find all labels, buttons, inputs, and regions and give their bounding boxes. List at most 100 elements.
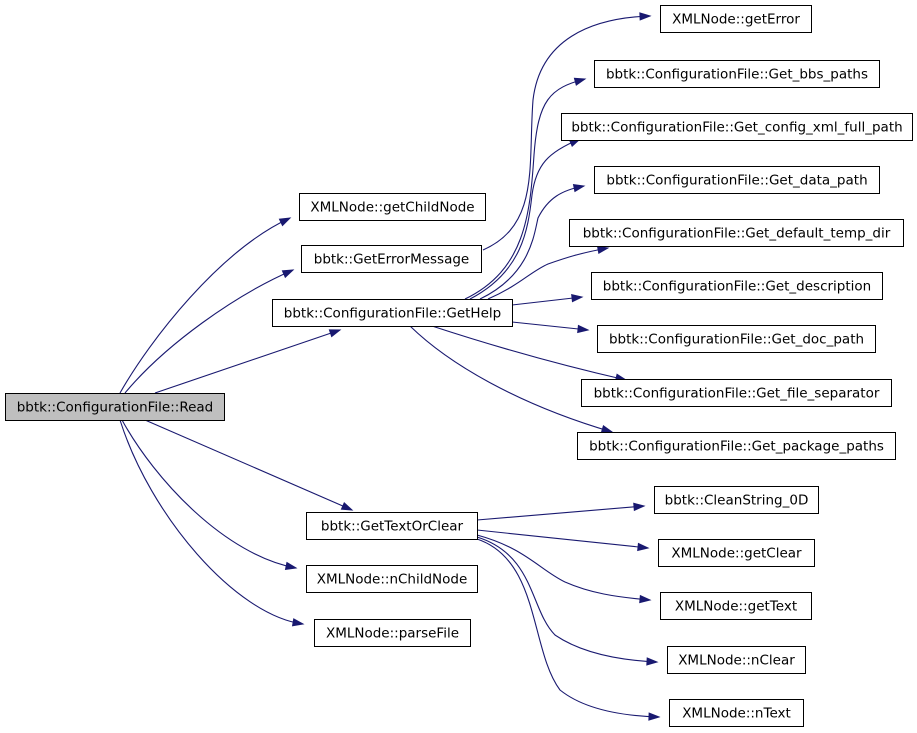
edge-line (476, 538, 660, 718)
edge-layer (119, 12, 661, 721)
edge-getTextOrClear-to-cleanString0D (476, 502, 646, 521)
node-label: XMLNode::nClear (678, 653, 795, 669)
node-label: XMLNode::getError (672, 12, 800, 28)
node-getDocPath[interactable]: bbtk::ConfigurationFile::Get_doc_path (597, 325, 876, 353)
edge-line (511, 296, 583, 306)
node-box (306, 512, 478, 540)
node-label: bbtk::ConfigurationFile::Get_file_separa… (594, 386, 880, 402)
node-box (569, 219, 904, 247)
node-box (594, 60, 880, 88)
node-getBbsPaths[interactable]: bbtk::ConfigurationFile::Get_bbs_paths (594, 60, 880, 88)
edge-getHelp-to-getDataPath (479, 184, 586, 300)
edge-getErrorMessage-to-getError (482, 12, 652, 251)
edge-read-to-nChildNode (121, 419, 298, 570)
arrowhead-icon (328, 329, 342, 338)
node-getChildNode[interactable]: XMLNode::getChildNode (299, 193, 486, 221)
edge-getHelp-to-getFileSeparator (431, 325, 628, 382)
node-getText[interactable]: XMLNode::getText (660, 592, 812, 620)
node-box (301, 245, 482, 273)
node-box (660, 592, 812, 620)
node-box (272, 299, 513, 327)
arrowhead-icon (281, 269, 295, 279)
edge-getHelp-to-getBbsPaths (464, 77, 587, 300)
edge-line (144, 419, 353, 511)
node-box (597, 325, 876, 353)
edge-line (476, 529, 649, 549)
arrowhead-icon (648, 712, 661, 721)
node-getPackagePaths[interactable]: bbtk::ConfigurationFile::Get_package_pat… (577, 432, 896, 460)
edge-getTextOrClear-to-getText (476, 534, 652, 604)
node-label: XMLNode::nText (682, 706, 791, 722)
arrowhead-icon (633, 502, 646, 512)
node-getFileSeparator[interactable]: bbtk::ConfigurationFile::Get_file_separa… (581, 379, 892, 407)
edge-getHelp-to-getDocPath (511, 321, 590, 334)
edge-line (409, 325, 613, 433)
node-box (314, 619, 471, 647)
edge-getTextOrClear-to-getClear (476, 529, 650, 552)
node-parseFile[interactable]: XMLNode::parseFile (314, 619, 471, 647)
edge-line (154, 329, 341, 394)
node-box (660, 5, 812, 33)
edge-line (464, 78, 586, 300)
node-box (561, 113, 913, 141)
node-getHelp[interactable]: bbtk::ConfigurationFile::GetHelp (272, 299, 513, 327)
node-label: XMLNode::getChildNode (310, 200, 474, 216)
node-label: XMLNode::getText (675, 599, 797, 615)
node-label: bbtk::ConfigurationFile::Get_doc_path (609, 332, 864, 348)
edge-line (487, 247, 609, 300)
node-cleanString0D[interactable]: bbtk::CleanString_0D (654, 486, 819, 514)
node-label: bbtk::ConfigurationFile::Get_data_path (606, 173, 867, 189)
node-label: bbtk::ConfigurationFile::GetHelp (284, 306, 501, 322)
edge-getTextOrClear-to-nClear (476, 536, 659, 666)
edge-read-to-parseFile (119, 419, 305, 627)
node-nText[interactable]: XMLNode::nText (669, 699, 804, 727)
node-box (299, 193, 486, 221)
edge-line (119, 217, 291, 394)
arrowhead-icon (646, 657, 659, 666)
node-label: bbtk::ConfigurationFile::Get_config_xml_… (571, 120, 902, 136)
edge-line (482, 15, 651, 251)
node-box (667, 646, 806, 674)
edge-getHelp-to-getConfigXmlFullPath (469, 138, 582, 300)
arrowhead-icon (278, 217, 292, 227)
node-box (581, 379, 892, 407)
node-box (5, 393, 225, 421)
edge-read-to-getHelp (154, 329, 342, 394)
node-label: bbtk::ConfigurationFile::Get_default_tem… (583, 226, 891, 242)
node-getError[interactable]: XMLNode::getError (660, 5, 812, 33)
arrowhead-icon (571, 294, 584, 303)
node-getDefaultTempDir[interactable]: bbtk::ConfigurationFile::Get_default_tem… (569, 219, 904, 247)
node-getDataPath[interactable]: bbtk::ConfigurationFile::Get_data_path (594, 166, 880, 194)
edge-line (511, 321, 589, 331)
edge-line (124, 269, 294, 394)
node-nClear[interactable]: XMLNode::nClear (667, 646, 806, 674)
node-getTextOrClear[interactable]: bbtk::GetTextOrClear (306, 512, 478, 540)
node-getDescription[interactable]: bbtk::ConfigurationFile::Get_description (591, 272, 883, 300)
node-label: bbtk::GetErrorMessage (314, 252, 469, 268)
node-box (594, 166, 880, 194)
edge-line (121, 419, 297, 569)
edge-getHelp-to-getDescription (511, 294, 584, 306)
arrowhead-icon (600, 424, 614, 434)
node-getClear[interactable]: XMLNode::getClear (658, 539, 815, 567)
node-label: bbtk::GetTextOrClear (321, 519, 464, 535)
node-label: XMLNode::parseFile (326, 626, 459, 642)
edge-read-to-getChildNode (119, 217, 292, 394)
node-getConfigXmlFullPath[interactable]: bbtk::ConfigurationFile::Get_config_xml_… (561, 113, 913, 141)
edge-read-to-getTextOrClear (144, 419, 354, 511)
edge-getHelp-to-getDefaultTempDir (487, 245, 610, 300)
edge-line (476, 536, 658, 663)
node-label: bbtk::CleanString_0D (665, 493, 809, 509)
edge-line (476, 505, 645, 521)
arrowhead-icon (291, 618, 305, 627)
edge-line (479, 185, 585, 300)
node-label: bbtk::ConfigurationFile::Get_bbs_paths (606, 67, 868, 83)
node-box (577, 432, 896, 460)
node-box (669, 699, 804, 727)
node-nChildNode[interactable]: XMLNode::nChildNode (306, 565, 478, 593)
arrowhead-icon (596, 245, 610, 255)
arrowhead-icon (639, 594, 652, 604)
node-getErrorMessage[interactable]: bbtk::GetErrorMessage (301, 245, 482, 273)
node-read[interactable]: bbtk::ConfigurationFile::Read (5, 393, 225, 421)
